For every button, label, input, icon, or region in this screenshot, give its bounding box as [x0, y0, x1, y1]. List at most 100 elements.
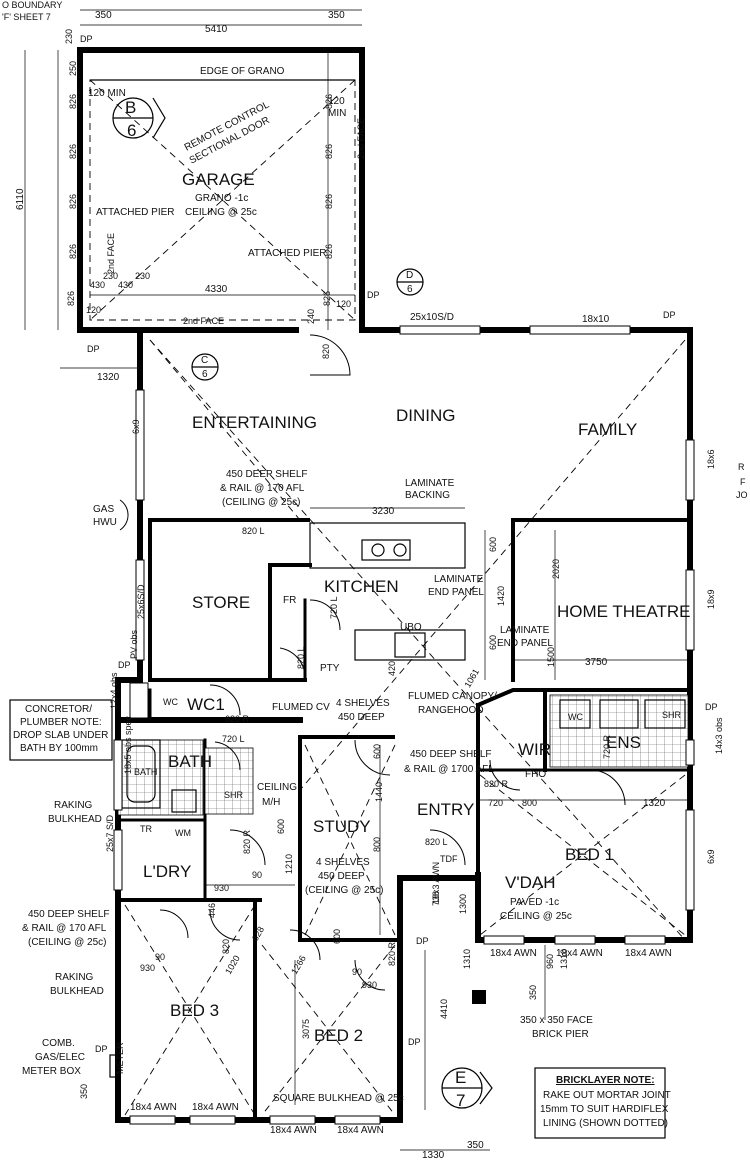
shr-1: SHR	[224, 790, 244, 800]
raking2-1: RAKING	[55, 972, 94, 983]
room-home-theatre: HOME THEATRE	[557, 602, 691, 621]
ro-1: R	[738, 462, 745, 472]
pv-obs: PV obs	[129, 629, 139, 659]
raking-2: BULKHEAD	[48, 814, 102, 825]
internal-walls	[116, 518, 692, 1122]
marker-d-num: 6	[407, 284, 413, 295]
comb-2: GAS/ELEC	[35, 1052, 85, 1063]
dim-90-a: 90	[252, 870, 262, 880]
dim-3750: 3750	[585, 657, 608, 668]
dim-1330: 1330	[422, 1150, 445, 1161]
win-12x4: 12x4 obs	[109, 672, 119, 709]
g-826-r1: 826	[324, 94, 334, 109]
shelf2-1: 450 DEEP SHELF	[410, 749, 492, 760]
win-18x6-r: 18x6	[706, 449, 716, 469]
section-marker-d: D 6	[396, 268, 424, 296]
dim-1210: 1210	[284, 854, 294, 874]
g-230-b: 230	[135, 271, 150, 281]
fr: FR	[283, 595, 296, 606]
dim-420: 420	[387, 661, 397, 676]
garage-120: 120	[328, 96, 345, 107]
ro-3: JO	[736, 490, 748, 500]
dim-930-c: 930	[362, 980, 377, 990]
g-826-5: 826	[66, 291, 76, 306]
win-18x5: 18x5 obs spec	[123, 715, 133, 774]
boundary-note-2: 'F' SHEET 7	[2, 12, 51, 22]
room-study: STUDY	[313, 817, 371, 836]
marker-e-num: 7	[456, 1091, 465, 1110]
g-430-a: 430	[90, 280, 105, 290]
d-820-g: 820	[321, 344, 331, 359]
dim-1061: 1061	[463, 667, 482, 689]
bricklayer-3: LINING (SHOWN DOTTED)	[543, 1118, 668, 1129]
dim-350-right: 350	[328, 10, 345, 21]
wet-areas	[117, 694, 689, 816]
wc-1: WC	[163, 697, 178, 707]
concretor-4: BATH BY 100mm	[20, 743, 98, 754]
dim-350-bl: 350	[79, 1084, 89, 1099]
second-face-right: 2nd FACE	[356, 118, 366, 159]
d820l-2: 820 L	[296, 646, 306, 669]
dim-930-a: 930	[214, 883, 229, 893]
garage-ceiling: CEILING @ 25c	[185, 207, 257, 218]
room-dining: DINING	[396, 406, 456, 425]
section-marker-e: E 7	[441, 1067, 493, 1110]
d820l-1: 820 L	[242, 526, 265, 536]
g-826-r4: 826	[324, 244, 334, 259]
dim-600-e: 600	[332, 929, 342, 944]
ceiling-mh-2: M/H	[262, 797, 280, 808]
laminate-end-1: LAMINATE	[434, 574, 484, 585]
win-6x9-r: 6x9	[706, 849, 716, 864]
win-14x3: 14x3 obs	[714, 717, 724, 754]
win-25x10sd: 25x10S/D	[410, 312, 454, 323]
canopy-1: FLUMED CANOPY/	[408, 691, 497, 702]
ceiling-diagonals	[124, 339, 686, 1116]
shelf3-1: 450 DEEP SHELF	[28, 909, 110, 920]
d820r-2: 820 R	[242, 829, 252, 854]
dp-8: DP	[408, 1037, 421, 1047]
room-entry: ENTRY	[417, 800, 474, 819]
room-entertaining: ENTERTAINING	[192, 413, 317, 432]
comb-1: COMB.	[42, 1038, 75, 1049]
g-826-r5: 826	[322, 291, 332, 306]
room-bed1: BED 1	[565, 845, 614, 864]
awn-bed3-2: 18x4 AWN	[192, 1102, 239, 1113]
room-bed3: BED 3	[170, 1001, 219, 1020]
g-230-a: 230	[103, 271, 118, 281]
square-bulkhead: SQUARE BULKHEAD @ 25c	[273, 1093, 404, 1104]
bricklayer-2: 15mm TO SUIT HARDIFLEX	[540, 1104, 669, 1115]
dim-446: 446	[207, 903, 217, 918]
win-18x10: 18x10	[582, 314, 610, 325]
gas-hwu-1: GAS	[93, 504, 114, 515]
wm: WM	[175, 828, 191, 838]
dim-1266: 1266	[289, 954, 308, 976]
g-120-a: 120	[86, 305, 101, 315]
laminate-backing-1: LAMINATE	[405, 478, 455, 489]
dim-3230: 3230	[372, 506, 395, 517]
d720l: 720 L	[222, 734, 245, 744]
dim-1320-right: 1320	[643, 798, 666, 809]
dp-1: DP	[80, 34, 93, 44]
dim-4330: 4330	[205, 284, 228, 295]
vdah-1: PAVED -1c	[510, 897, 559, 908]
dim-600-b: 600	[488, 635, 498, 650]
d820l-3: 820 L	[425, 837, 448, 847]
dim-1310-b: 1310	[559, 949, 569, 969]
g-826-r2: 826	[324, 144, 334, 159]
g-826-4: 826	[68, 244, 78, 259]
concretor-3: DROP SLAB UNDER	[13, 730, 108, 741]
marker-c-letter: C	[201, 355, 208, 366]
comb-3: METER BOX	[22, 1066, 81, 1077]
marker-d-letter: D	[406, 270, 413, 281]
dp-2: DP	[367, 290, 380, 300]
gas-hwu-2: HWU	[93, 517, 117, 528]
dim-800-a: 800	[372, 837, 382, 852]
fho: FHO	[525, 769, 546, 780]
wc-2: WC	[568, 712, 583, 722]
ubo: UBO	[400, 622, 422, 633]
room-bath: BATH	[168, 752, 212, 771]
dim-960: 960	[545, 954, 555, 969]
g-250: 250	[68, 61, 78, 76]
shelf3-3: (CEILING @ 25c)	[28, 937, 107, 948]
